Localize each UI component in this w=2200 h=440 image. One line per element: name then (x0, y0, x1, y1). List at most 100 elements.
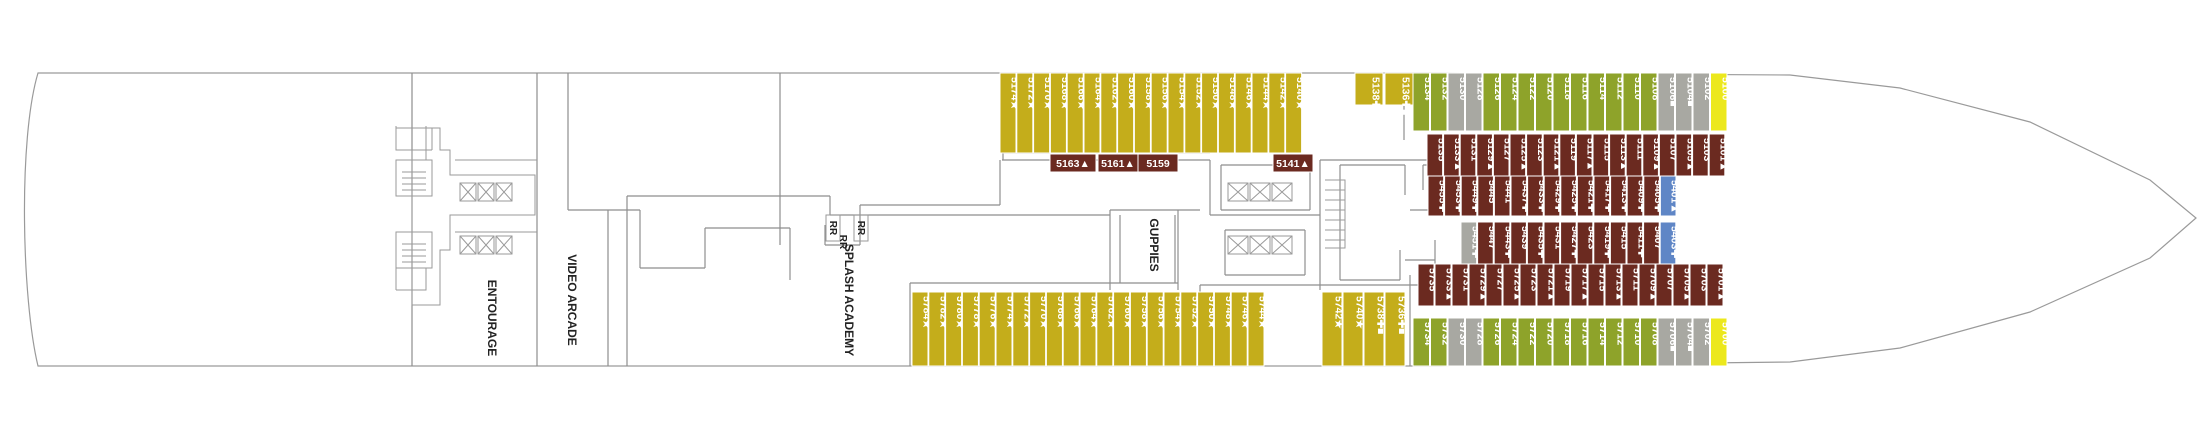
cabin-box (1710, 317, 1728, 367)
cabin-box (1460, 175, 1478, 217)
cabin-box (911, 291, 929, 367)
cabin-box (1285, 72, 1303, 154)
cabin-box (1587, 72, 1605, 132)
elevator-icon (1271, 182, 1293, 202)
cabin-box (1640, 317, 1658, 367)
cabin-box (945, 291, 963, 367)
cabin-box (1434, 263, 1452, 307)
cabin-box (1062, 291, 1080, 367)
cabin[interactable]: 5101▲ (1708, 133, 1730, 177)
cabin-box (1692, 317, 1710, 367)
cabin[interactable]: 5740★ (1342, 291, 1366, 367)
cabin[interactable]: 5108 (1640, 72, 1662, 132)
cabin-box (1201, 72, 1219, 154)
cabin-box (1129, 291, 1147, 367)
cabin[interactable]: 5738✚■ (1363, 291, 1387, 367)
cabin-box (1672, 263, 1690, 307)
cabin-box (1133, 72, 1151, 154)
cabin-number: 5740★ (1354, 296, 1366, 329)
cabin-box (1675, 72, 1693, 132)
restroom-label: RR (855, 221, 866, 236)
cabin-number: 5403✚ (1669, 226, 1681, 258)
cabin-box (1643, 175, 1660, 217)
cabin-box (1117, 72, 1135, 154)
elevator-cross-icon (1227, 235, 1249, 255)
forward-stairs (1325, 179, 1346, 249)
cabin-box (1230, 291, 1248, 367)
cabin[interactable]: 5144★ (1251, 72, 1273, 154)
cabin[interactable]: 5122 (1517, 72, 1539, 132)
elevator-icon (1271, 235, 1293, 255)
cabin-box (1430, 72, 1448, 132)
cabin-box (1451, 263, 1469, 307)
cabin-box (1137, 153, 1179, 173)
cabin[interactable]: 5116 (1570, 72, 1592, 132)
cabin[interactable]: 5423 (1576, 221, 1598, 265)
video-arcade-label: VIDEO ARCADE (565, 254, 579, 346)
cabin-box (1536, 263, 1554, 307)
cabin-number: 5742★ (1333, 296, 1345, 329)
cabin-box (1029, 291, 1047, 367)
restroom-label: RR (827, 221, 838, 236)
cabin-box (1045, 291, 1063, 367)
cabin-number: 5161▲ (1101, 158, 1135, 170)
cabin[interactable]: 5736✚■ (1384, 291, 1408, 367)
elevator-cross-icon (1271, 182, 1293, 202)
cabin[interactable]: 5163▲ (1049, 153, 1097, 173)
cabin[interactable]: 5401▲ (1659, 175, 1681, 217)
cabin-box (1604, 263, 1622, 307)
cabin-box (978, 291, 996, 367)
cabin-box (1610, 175, 1627, 217)
cabin[interactable]: 5405✚ (1643, 175, 1664, 217)
cabin[interactable]: 5701▲ (1706, 263, 1728, 307)
cabin[interactable]: 5136✚■ (1384, 72, 1414, 116)
cabin[interactable]: 5140★ (1285, 72, 1307, 154)
cabin-number: 5744★ (1257, 296, 1269, 329)
cabin[interactable]: 5100 (1710, 72, 1732, 132)
cabin-box (1083, 72, 1101, 154)
cabin-box (1560, 175, 1577, 217)
elevator-icon (477, 235, 495, 255)
cabin-box (1268, 72, 1286, 154)
cabin-box (1430, 317, 1448, 367)
cabin-box (1708, 133, 1726, 177)
cabin-number: 5136✚■ (1400, 77, 1412, 116)
splash-academy-label: SPLASH ACADEMY (842, 244, 856, 356)
cabin-box (1033, 72, 1051, 154)
cabin[interactable]: 5744★ (1247, 291, 1269, 367)
cabin[interactable]: 5161▲ (1097, 153, 1139, 173)
cabin-box (1180, 291, 1198, 367)
elevators-mid (1227, 182, 1293, 255)
cabin-box (1272, 153, 1314, 173)
cabin-box (1500, 72, 1518, 132)
cabin[interactable]: 5700 (1710, 317, 1732, 367)
cabin[interactable]: 5138✚■ (1354, 72, 1384, 116)
cabin-number: 5159 (1146, 158, 1170, 170)
cabin[interactable]: 5742★ (1321, 291, 1345, 367)
cabin-box (1593, 175, 1611, 217)
cabin-box (1570, 317, 1588, 367)
cabin-box (1640, 72, 1658, 132)
elevator-icon (1227, 182, 1249, 202)
cabin[interactable]: 5770★ (1029, 291, 1051, 367)
cabin-box (999, 72, 1017, 154)
cabin[interactable]: 5403✚ (1659, 221, 1681, 265)
cabin-box (1605, 72, 1623, 132)
cabin[interactable]: 5141▲ (1272, 153, 1314, 173)
cabin-box (1493, 175, 1511, 217)
cabin-box (1552, 317, 1570, 367)
cabin-box (1621, 263, 1639, 307)
cabin-box (1167, 72, 1185, 154)
cabin-box (1012, 291, 1030, 367)
cabin-box (1465, 317, 1483, 367)
restroom-label: RR (837, 235, 848, 250)
cabin-box (1016, 72, 1034, 154)
cabin-number: 5140★ (1294, 77, 1306, 110)
cabin-box (1710, 72, 1728, 132)
cabin-box (1247, 291, 1265, 367)
cabin[interactable]: 5159 (1137, 153, 1179, 173)
cabin-box (1622, 72, 1640, 132)
cabin-box (1412, 72, 1430, 132)
cabin-box (1384, 291, 1406, 367)
cabin-box (1543, 175, 1561, 217)
